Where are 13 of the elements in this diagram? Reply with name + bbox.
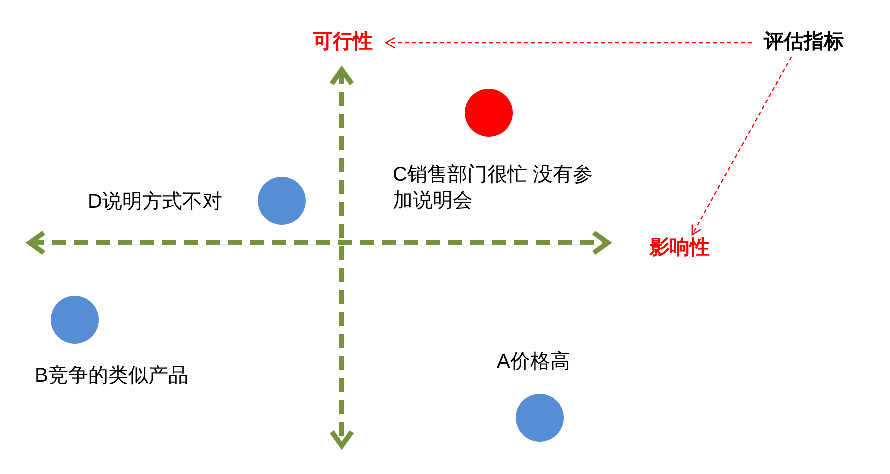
dot-caption: C销售部门很忙 没有参加说明会 [393,163,593,214]
dot [51,296,99,344]
dot [516,394,564,442]
arrow [692,56,792,236]
dot-caption: D说明方式不对 [88,190,224,215]
dot [465,89,513,137]
dot-caption: B竞争的类似产品 [35,364,190,389]
arrow [385,37,752,49]
dot [258,177,306,225]
axis-title: 可行性 [300,29,386,57]
category-label: 评估指标 [752,29,856,57]
dot-caption: A价格高 [497,350,572,375]
axis-title: 影响性 [638,235,722,263]
